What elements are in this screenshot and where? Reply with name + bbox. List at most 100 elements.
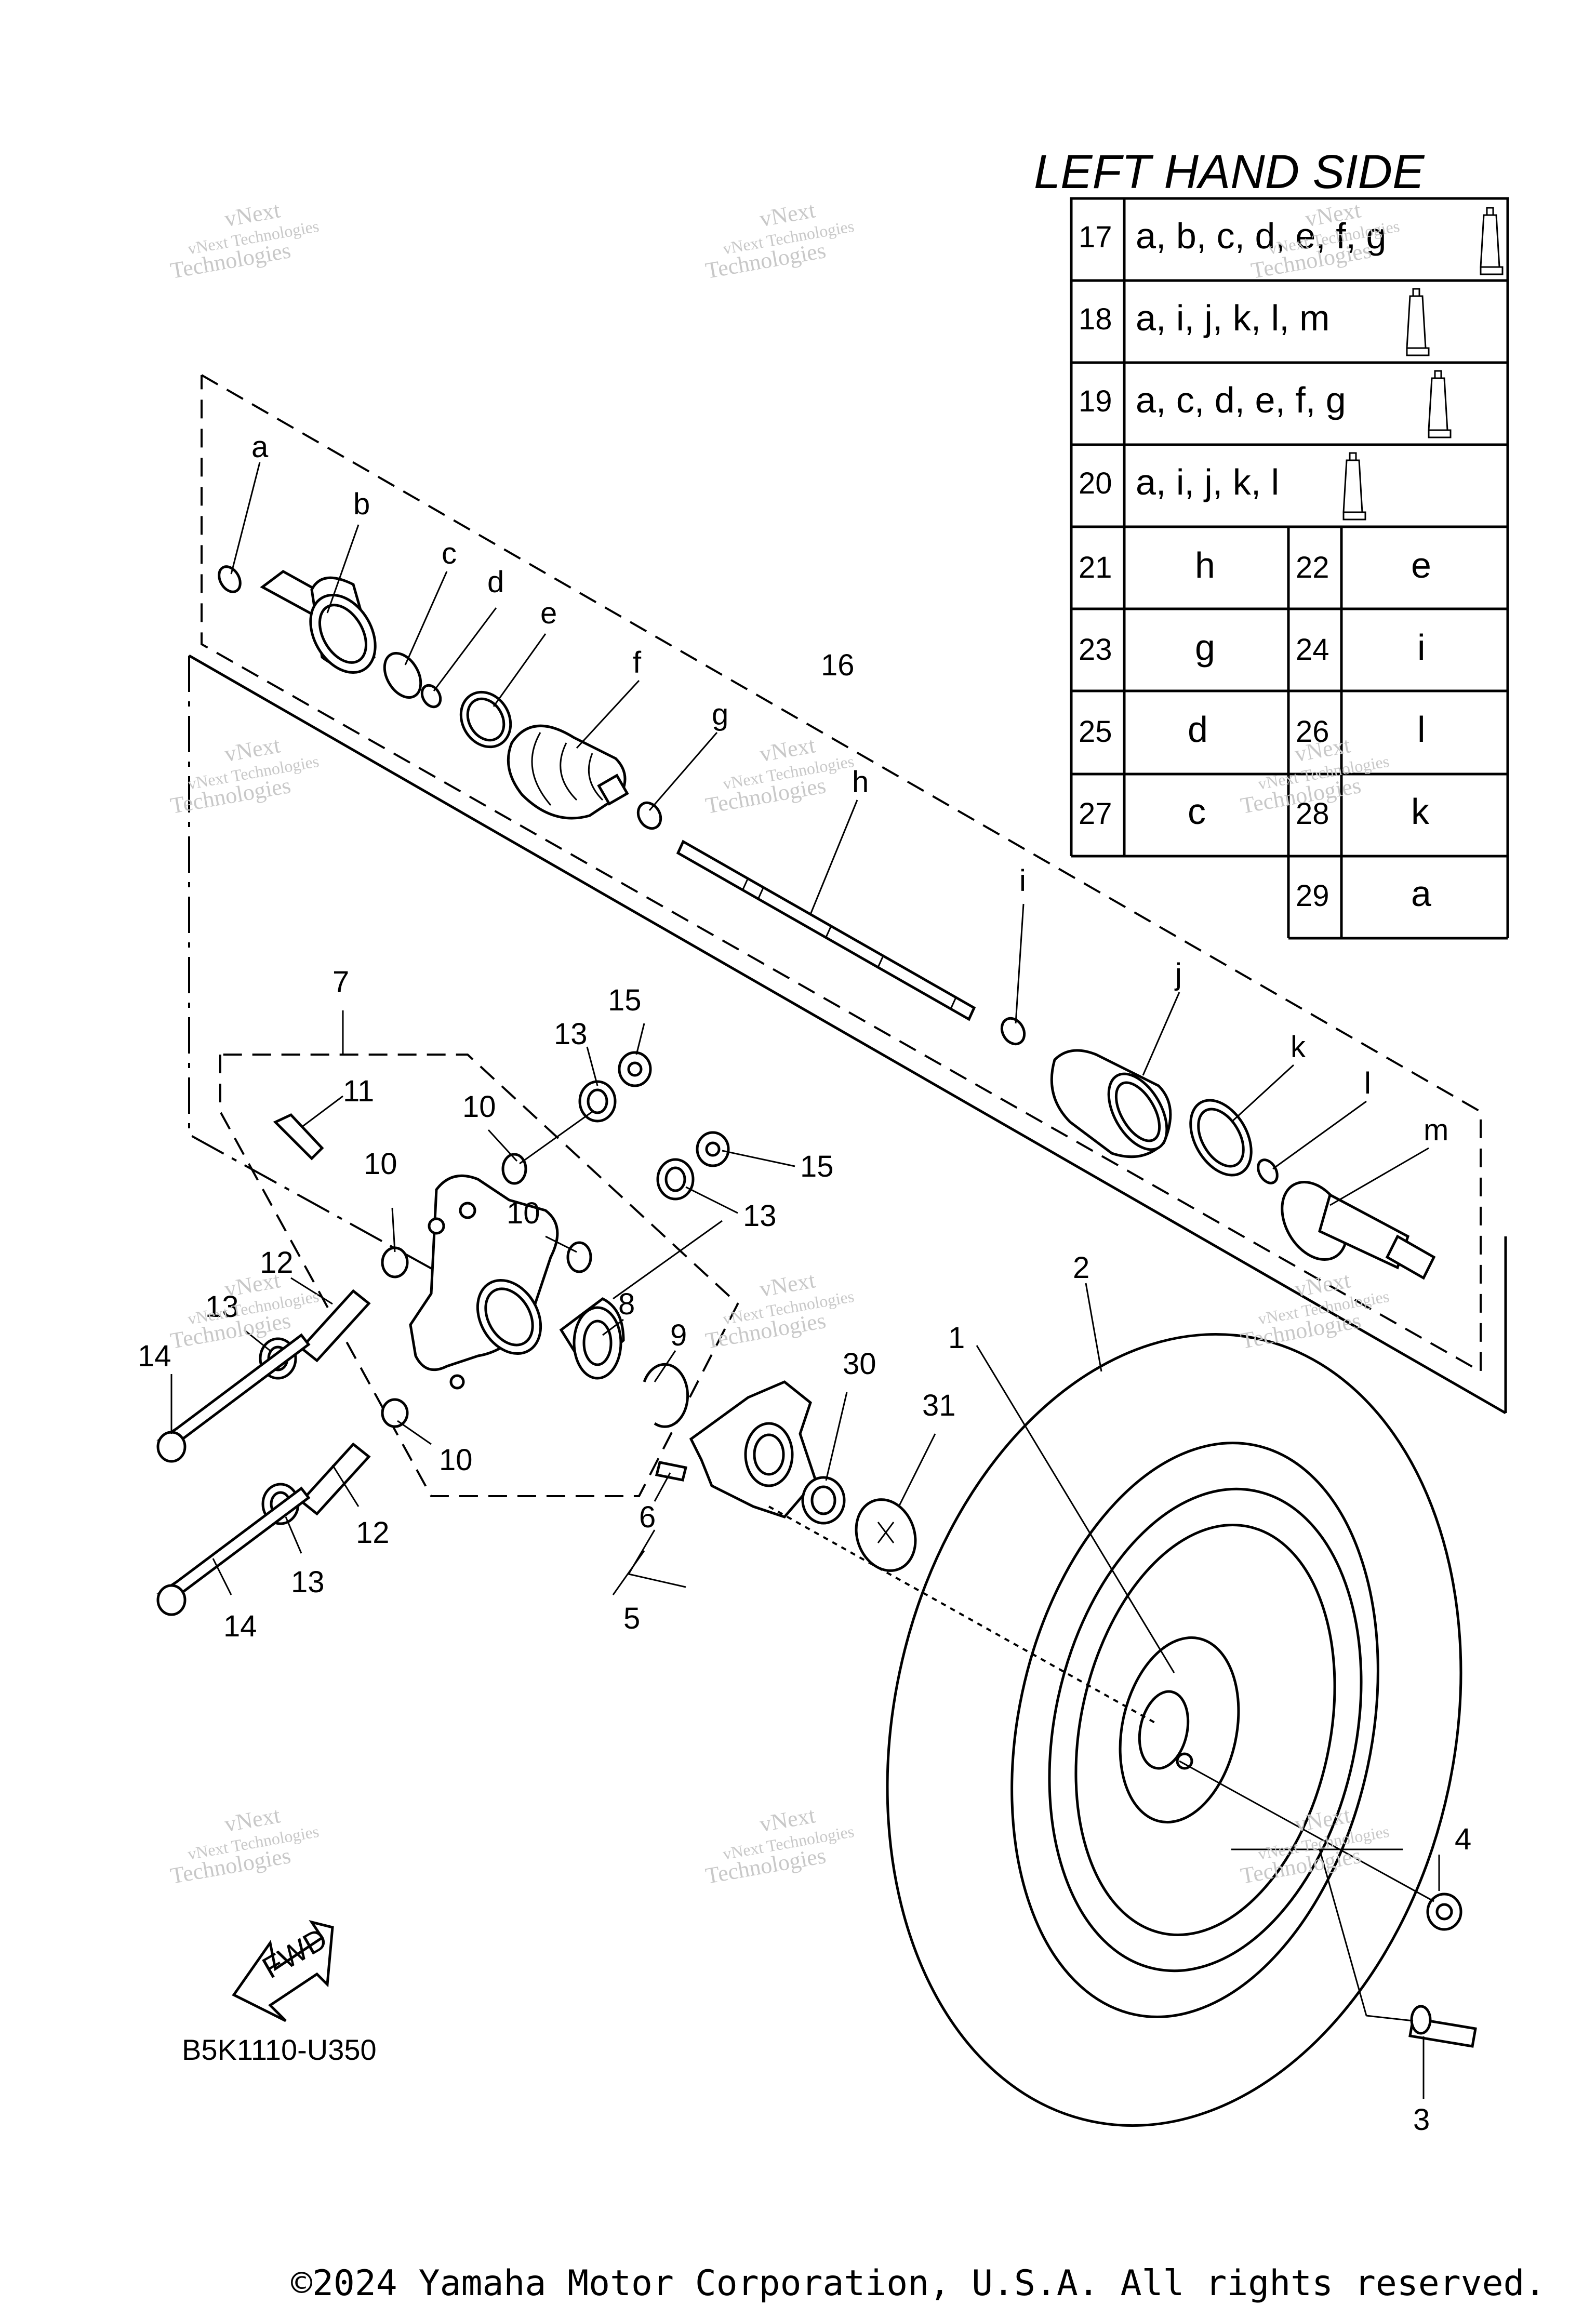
wheel-rim — [1048, 1487, 1363, 1973]
callout-11: 11 — [343, 1074, 374, 1108]
collar — [501, 1153, 527, 1185]
watermark: vNext vNext Technologies Technologies — [168, 732, 320, 819]
pair-21-number: 21 — [1079, 551, 1112, 584]
circlip-l — [1257, 1158, 1279, 1184]
diagram-title: LEFT HAND SIDE — [1034, 145, 1425, 198]
callout-labels: a b c d e f g h i j k l m 16 7 11 10 13 … — [138, 430, 1471, 2137]
watermark: vNext vNext Technologies Technologies — [1239, 732, 1390, 819]
callout-9: 9 — [670, 1318, 687, 1352]
callout-7: 7 — [332, 965, 349, 999]
kit-19-number: 19 — [1079, 384, 1112, 418]
collar-pipe — [299, 1442, 371, 1516]
hub-cap — [855, 1498, 917, 1572]
kit-20-parts: a, i, j, k, l — [1136, 462, 1279, 502]
callout-16: 16 — [821, 648, 855, 682]
leader-lines — [170, 462, 1440, 2099]
watermark: vNext vNext Technologies Technologies — [703, 1267, 855, 1354]
grease-tube-icon — [1480, 207, 1504, 275]
watermark: vNext vNext Technologies Technologies — [168, 197, 320, 284]
callout-14: 14 — [223, 1609, 257, 1643]
callout-e: e — [540, 596, 557, 630]
pair-21-letter: h — [1195, 545, 1215, 585]
wheel-nut — [1426, 1893, 1462, 1931]
circlip — [643, 1363, 689, 1428]
pair-28-number: 28 — [1296, 797, 1329, 831]
drive-shaft-frame — [201, 374, 1482, 1374]
knuckle — [409, 1174, 559, 1390]
callout-i: i — [1019, 864, 1026, 898]
copyright-notice: ©2024 Yamaha Motor Corporation, U.S.A. A… — [291, 2263, 1546, 2304]
callout-h: h — [852, 765, 869, 799]
bearing — [559, 1297, 625, 1380]
callout-13: 13 — [554, 1017, 588, 1051]
pair-26-letter: l — [1417, 709, 1426, 750]
callout-14: 14 — [138, 1339, 171, 1373]
kit-18-number: 18 — [1079, 302, 1112, 336]
callout-4: 4 — [1455, 1822, 1471, 1856]
callout-5: 5 — [623, 1602, 640, 1635]
callout-10: 10 — [364, 1147, 397, 1181]
boot-band-g — [636, 801, 662, 830]
boot-band-k — [1189, 1099, 1253, 1177]
pair-23-number: 23 — [1079, 633, 1112, 667]
kit-17-number: 17 — [1079, 220, 1112, 254]
callout-j: j — [1174, 957, 1182, 991]
axle-nut — [801, 1476, 846, 1525]
pair-29-letter: a — [1411, 873, 1431, 914]
callout-8: 8 — [618, 1287, 635, 1321]
callout-k: k — [1291, 1030, 1306, 1064]
watermark: vNext vNext Technologies Technologies — [168, 1802, 320, 1889]
boot-f — [507, 724, 629, 820]
callout-f: f — [633, 646, 642, 679]
bushing — [656, 1158, 695, 1201]
circlip-a — [218, 565, 242, 593]
pair-27-letter: c — [1188, 791, 1206, 832]
boot-band-e — [459, 690, 512, 749]
pair-25-number: 25 — [1079, 715, 1112, 749]
grease-tube-icon — [1342, 452, 1366, 521]
callout-d: d — [487, 565, 504, 599]
callout-13: 13 — [205, 1290, 239, 1324]
collar — [381, 1398, 409, 1428]
grease-nipple — [273, 1113, 324, 1161]
pair-22-number: 22 — [1296, 551, 1329, 584]
circlip-d — [420, 684, 442, 709]
nut — [696, 1131, 730, 1167]
callout-15: 15 — [800, 1150, 834, 1183]
callout-m: m — [1424, 1113, 1448, 1147]
pair-27-number: 27 — [1079, 797, 1112, 831]
pair-25-letter: d — [1188, 709, 1208, 750]
kit-20-number: 20 — [1079, 467, 1112, 500]
pair-29-number: 29 — [1296, 879, 1329, 913]
callout-10: 10 — [507, 1196, 540, 1230]
callout-13: 13 — [743, 1199, 777, 1233]
nut — [618, 1051, 652, 1087]
grease-tube-icon — [1428, 370, 1452, 438]
callout-c: c — [442, 537, 457, 570]
kit-table: 17 a, b, c, d, e, f, g 18 a, i, j, k, l,… — [1070, 197, 1509, 940]
callout-g: g — [712, 698, 728, 731]
callout-13: 13 — [291, 1565, 325, 1599]
bolt — [156, 1333, 311, 1463]
callout-2: 2 — [1073, 1251, 1089, 1285]
callout-6: 6 — [639, 1500, 656, 1534]
callout-1: 1 — [948, 1321, 965, 1355]
forward-arrow-icon: FWD — [232, 1920, 334, 2022]
callout-12: 12 — [260, 1246, 294, 1280]
callout-l: l — [1364, 1067, 1371, 1100]
kit-19-parts: a, c, d, e, f, g — [1136, 380, 1346, 420]
boot-j — [1050, 1049, 1172, 1158]
valve-stem — [1408, 2005, 1477, 2048]
cv-joint-outer — [260, 570, 377, 674]
cv-joint-inner-m — [1281, 1180, 1436, 1280]
pair-22-letter: e — [1411, 545, 1431, 585]
callout-a: a — [251, 430, 269, 464]
callout-30: 30 — [843, 1347, 876, 1381]
grease-tube-icon — [1406, 288, 1430, 356]
callout-31: 31 — [922, 1389, 956, 1422]
pair-26-number: 26 — [1296, 715, 1329, 749]
kit-17-parts: a, b, c, d, e, f, g — [1136, 216, 1386, 256]
watermark: vNext vNext Technologies Technologies — [703, 197, 855, 284]
callout-b: b — [353, 487, 370, 521]
